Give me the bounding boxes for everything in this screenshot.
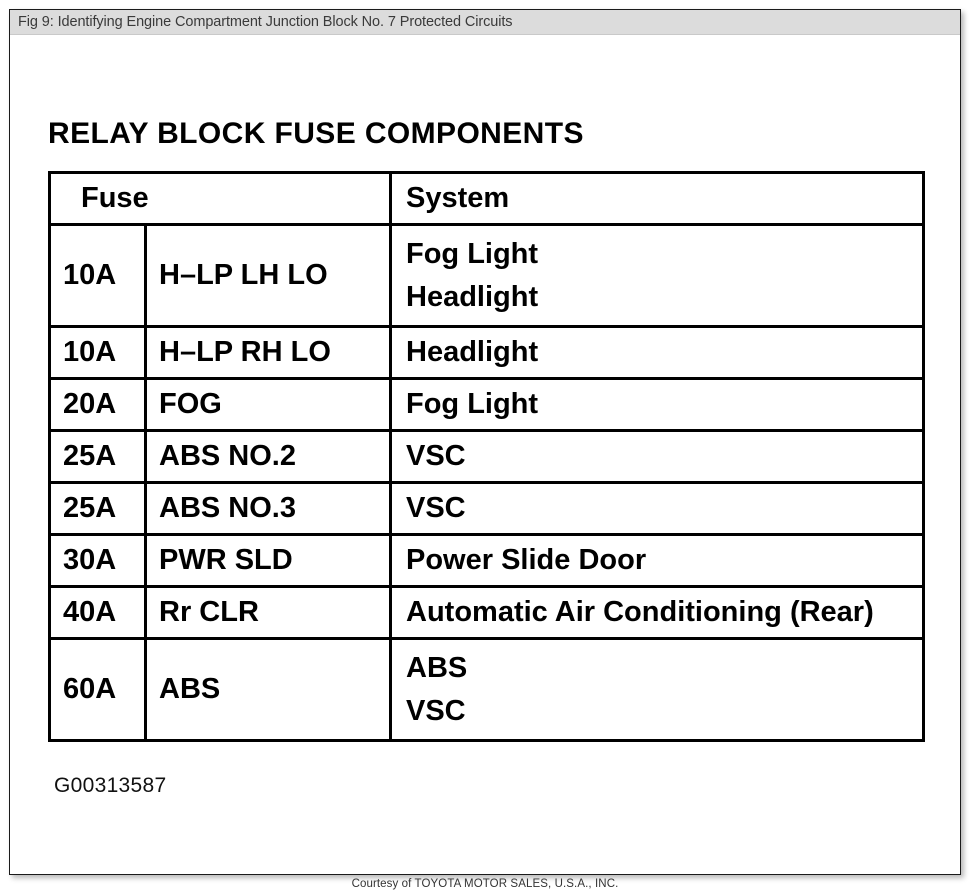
fuse-name-cell: PWR SLD	[144, 533, 392, 588]
system-line: VSC	[406, 694, 466, 727]
system-line: Fog Light	[406, 388, 539, 420]
fuse-name-value: ABS NO.2	[159, 440, 296, 472]
column-header-system: System	[389, 171, 925, 226]
reference-code: G00313587	[54, 774, 167, 797]
fuse-name-value: PWR SLD	[159, 544, 293, 576]
fuse-name-cell: H–LP LH LO	[144, 223, 392, 328]
system-cell: VSC	[389, 481, 925, 536]
system-cell: ABS VSC	[389, 637, 925, 742]
fuse-name-value: ABS NO.3	[159, 492, 296, 524]
fuse-name-cell: FOG	[144, 377, 392, 432]
document-content: RELAY BLOCK FUSE COMPONENTS Fuse System …	[10, 35, 960, 890]
fuse-amperage-value: 30A	[63, 544, 117, 576]
figure-caption-text: Fig 9: Identifying Engine Compartment Ju…	[18, 14, 513, 30]
table-row: 25A ABS NO.3 VSC	[48, 481, 925, 536]
column-header-system-label: System	[406, 182, 510, 214]
column-header-fuse-label: Fuse	[81, 182, 149, 214]
system-value: VSC	[392, 494, 922, 523]
system-cell: Headlight	[389, 325, 925, 380]
fuse-amperage-cell: 30A	[48, 533, 147, 588]
fuse-amperage-cell: 40A	[48, 585, 147, 640]
fuse-amperage-value: 10A	[63, 259, 117, 291]
fuse-amperage-value: 25A	[63, 492, 117, 524]
fuse-amperage-cell: 20A	[48, 377, 147, 432]
fuse-name-cell: Rr CLR	[144, 585, 392, 640]
fuse-name-cell: ABS NO.3	[144, 481, 392, 536]
system-line: Headlight	[406, 280, 539, 313]
fuse-amperage-cell: 25A	[48, 429, 147, 484]
table-row: 40A Rr CLR Automatic Air Conditioning (Rea…	[48, 585, 925, 640]
fuse-amperage-cell: 10A	[48, 325, 147, 380]
fuse-amperage-value: 10A	[63, 336, 117, 368]
fuse-amperage-cell: 10A	[48, 223, 147, 328]
figure-caption-bar: Fig 9: Identifying Engine Compartment Ju…	[10, 10, 960, 35]
system-cell: VSC	[389, 429, 925, 484]
fuse-name-value: Rr CLR	[159, 596, 259, 628]
system-line: ABS	[406, 651, 468, 684]
table-header-row: Fuse System	[48, 171, 925, 226]
table-row: 60A ABS ABS VSC	[48, 637, 925, 742]
table-row: 30A PWR SLD Power Slide Door	[48, 533, 925, 588]
system-value: VSC	[392, 442, 922, 471]
system-value: Headlight	[392, 338, 922, 367]
fuse-amperage-cell: 25A	[48, 481, 147, 536]
document-page: Fig 9: Identifying Engine Compartment Ju…	[9, 9, 961, 890]
fuse-name-value: H–LP RH LO	[159, 336, 331, 368]
system-cell: Automatic Air Conditioning (Rear)	[389, 585, 925, 640]
column-header-fuse: Fuse	[48, 171, 392, 226]
fuse-name-value: ABS	[159, 673, 221, 705]
fuse-amperage-cell: 60A	[48, 637, 147, 742]
system-line: Fog Light	[406, 237, 539, 270]
fuse-amperage-value: 60A	[63, 673, 117, 705]
table-row: 10A H–LP RH LO Headlight	[48, 325, 925, 380]
system-line: Power Slide Door	[406, 544, 647, 576]
page-title: RELAY BLOCK FUSE COMPONENTS	[48, 117, 584, 150]
system-value: Fog Light	[392, 390, 922, 419]
fuse-name-value: FOG	[159, 388, 222, 420]
system-value: ABS VSC	[392, 651, 922, 727]
system-line: VSC	[406, 440, 466, 472]
fuse-name-value: H–LP LH LO	[159, 259, 328, 291]
fuse-amperage-value: 20A	[63, 388, 117, 420]
system-value: Power Slide Door	[392, 546, 922, 575]
system-line: Automatic Air Conditioning (Rear)	[406, 596, 874, 628]
fuse-name-cell: H–LP RH LO	[144, 325, 392, 380]
table-row: 20A FOG Fog Light	[48, 377, 925, 432]
table-row: 25A ABS NO.2 VSC	[48, 429, 925, 484]
footer-credit: Courtesy of TOYOTA MOTOR SALES, U.S.A., …	[351, 878, 619, 890]
fuse-name-cell: ABS	[144, 637, 392, 742]
system-line: Headlight	[406, 336, 539, 368]
fuse-amperage-value: 25A	[63, 440, 117, 472]
system-cell: Fog Light	[389, 377, 925, 432]
fuse-name-cell: ABS NO.2	[144, 429, 392, 484]
system-cell: Power Slide Door	[389, 533, 925, 588]
system-value: Automatic Air Conditioning (Rear)	[392, 598, 922, 627]
system-line: VSC	[406, 492, 466, 524]
fuse-amperage-value: 40A	[63, 596, 117, 628]
